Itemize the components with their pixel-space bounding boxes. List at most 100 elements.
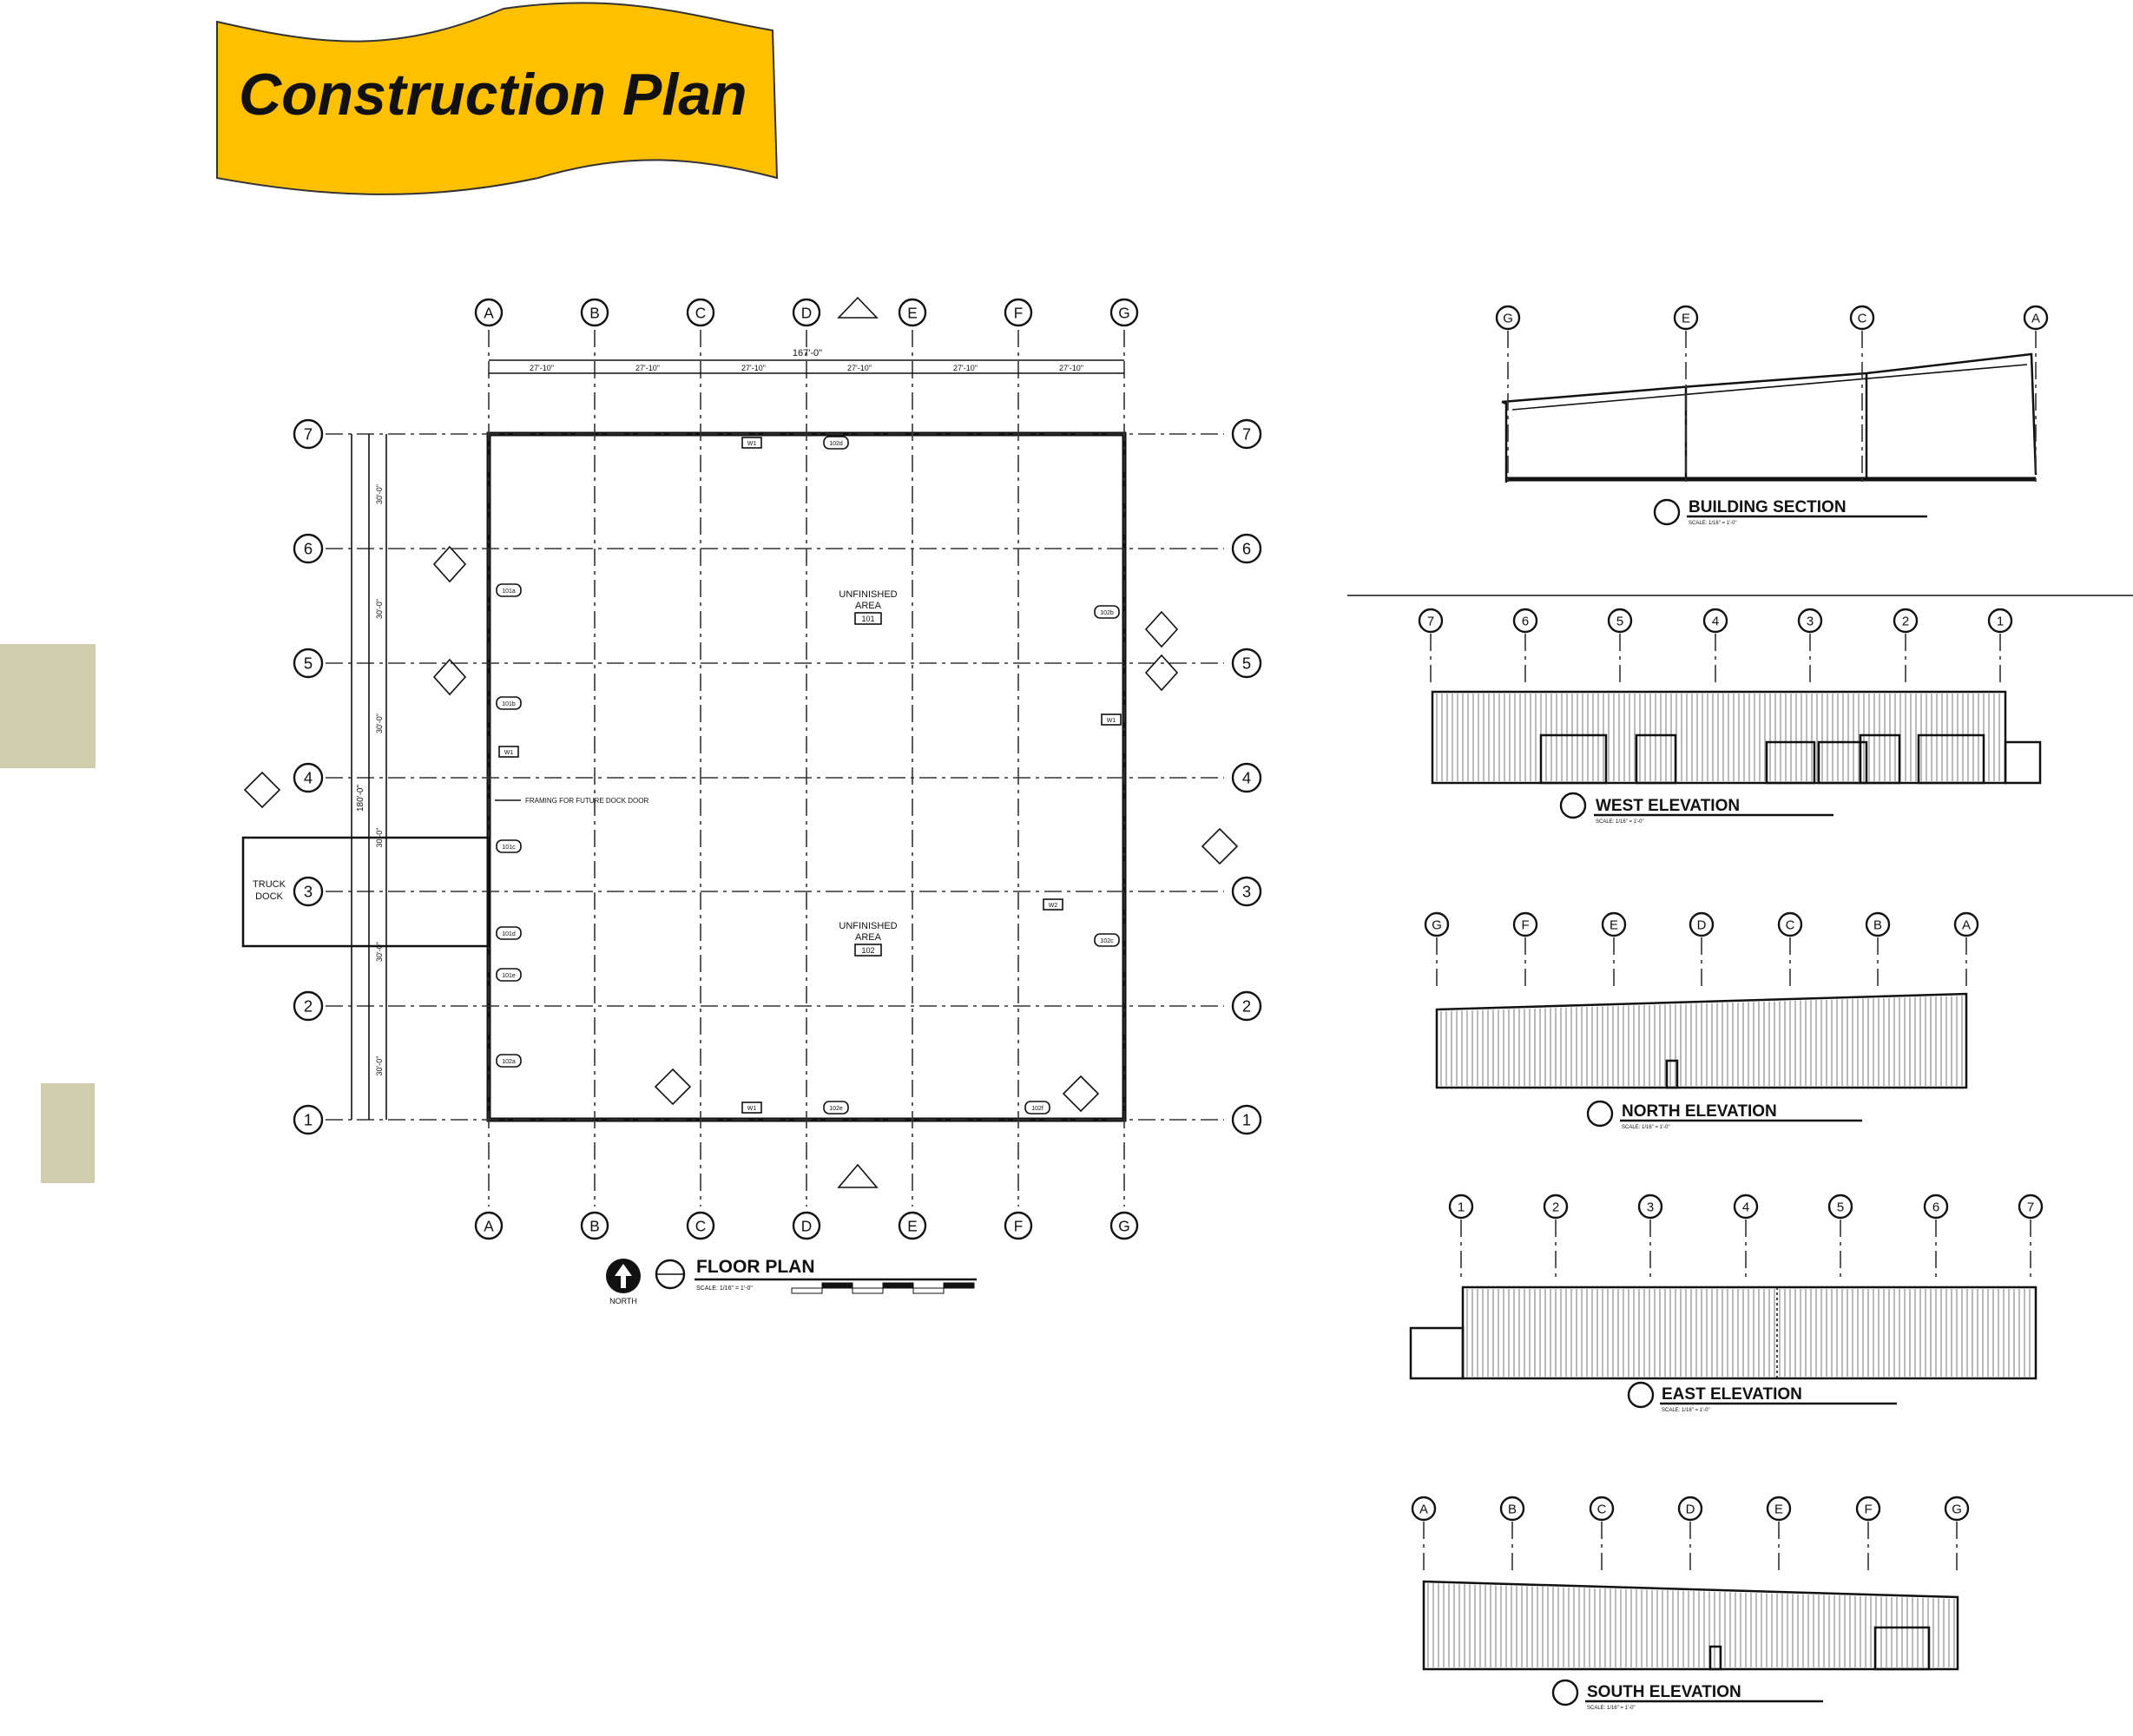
section-markers xyxy=(243,296,1239,1188)
section-marker-bottom-left xyxy=(654,1068,692,1106)
elev-grid-bubble-B xyxy=(1865,911,1891,937)
elev-grid-bubble-6-label: 6 xyxy=(1932,1200,1939,1214)
left-dim-2: 30'-0" xyxy=(375,713,384,733)
grid-bubble-right-6 xyxy=(1231,533,1262,564)
elev-grid-bubble-2 xyxy=(1543,1194,1569,1220)
door-tag-102b xyxy=(1094,605,1120,619)
room-101-tag xyxy=(854,612,882,625)
elev-grid-bubble-G-label: G xyxy=(1952,1502,1962,1516)
elev-grid-bubble-D xyxy=(1689,911,1715,937)
section-roof xyxy=(1501,352,2038,476)
elev-grid-bubble-5 xyxy=(1607,608,1633,634)
grid-bubble-right-2 xyxy=(1231,990,1262,1022)
overall-dim: 167'-0" xyxy=(793,348,822,358)
elev-grid-bubble-7-label: 7 xyxy=(1427,614,1434,628)
side-tab-lower xyxy=(41,1083,95,1183)
section-marker-left xyxy=(243,771,281,809)
door-tag-label-102a: 102a xyxy=(502,1059,516,1065)
east-dock-canopy xyxy=(1409,1326,1465,1380)
room-102-name-2: AREA xyxy=(855,932,882,943)
section-purlin-line xyxy=(1511,364,2028,411)
left-dim-0: 30'-0" xyxy=(375,484,384,504)
side-tab-upper xyxy=(0,644,95,768)
room-101-name: UNFINISHED xyxy=(839,589,897,600)
west-dock-door-1 xyxy=(1765,740,1816,785)
north-door xyxy=(1665,1059,1679,1089)
south-overhead-door xyxy=(1873,1626,1931,1671)
grid-bubble-left-2 xyxy=(293,990,324,1022)
elev-grid-bubble-G xyxy=(1424,911,1450,937)
grid-bubble-bottom-E xyxy=(898,1211,927,1240)
banner-title: Construction Plan xyxy=(239,62,747,128)
elev-grid-bubble-B-label: B xyxy=(1873,917,1882,932)
door-tag-102f xyxy=(1024,1101,1050,1115)
scale-seg-3 xyxy=(882,1282,914,1289)
room-102-name: UNFINISHED xyxy=(839,921,897,931)
elev-grid-bubble-7 xyxy=(1418,608,1444,634)
grid-bubble-bottom-G xyxy=(1109,1211,1139,1240)
east-elevation-scale: SCALE: 1/16" = 1'-0" xyxy=(1662,1408,1710,1413)
elev-grid-bubble-A xyxy=(1411,1496,1437,1522)
elev-grid-bubble-A-label: A xyxy=(2031,311,2040,326)
grid-bubble-right-5 xyxy=(1231,648,1262,679)
grid-bubble-top-B-label: B xyxy=(589,304,600,321)
east-elevation-bubble xyxy=(1627,1381,1655,1409)
grid-bubble-left-3 xyxy=(293,876,324,907)
window-tag-label-4: W2 xyxy=(1049,903,1058,909)
door-tag-label-101a: 101a xyxy=(502,589,516,595)
grid-bubble-bottom-A xyxy=(474,1211,504,1240)
elev-grid-bubble-G xyxy=(1495,305,1521,331)
elev-grid-bubble-2 xyxy=(1893,608,1919,634)
grid-bubble-right-1 xyxy=(1231,1104,1262,1135)
elev-grid-bubble-2-label: 2 xyxy=(1552,1200,1559,1214)
south-door xyxy=(1708,1645,1722,1671)
left-dimensions: 30'-0"30'-0"30'-0"30'-0"30'-0"30'-0" xyxy=(375,484,384,1075)
building-section-title: BUILDING SECTION xyxy=(1689,498,1847,516)
grid-bubble-bottom-D xyxy=(792,1211,821,1240)
door-tags: 101a101b101c101d101e102a102b102c102d102e… xyxy=(496,436,1122,1115)
grid-bubble-top-B xyxy=(580,298,609,327)
grid-bubble-bottom-F-label: F xyxy=(1014,1217,1024,1234)
elev-grid-bubble-F xyxy=(1855,1496,1881,1522)
banner-shape xyxy=(216,2,779,195)
south-elevation-title: SOUTH ELEVATION xyxy=(1587,1683,1741,1701)
door-tag-102a xyxy=(496,1054,522,1068)
elev-grid-bubble-B-label: B xyxy=(1508,1502,1517,1516)
door-tag-label-102e: 102e xyxy=(829,1106,843,1112)
grid-bubble-right-2-label: 2 xyxy=(1242,997,1251,1016)
grid-bubble-top-F-label: F xyxy=(1014,304,1024,321)
grid-bubble-bottom-D-label: D xyxy=(801,1217,812,1234)
grid-bubble-bottom-F xyxy=(1004,1211,1033,1240)
grid-bubble-bottom-B-label: B xyxy=(589,1217,600,1234)
north-elevation-title: NORTH ELEVATION xyxy=(1622,1102,1777,1121)
elev-grid-bubble-E-label: E xyxy=(1610,917,1618,932)
south-elevation-bubble xyxy=(1551,1679,1579,1706)
grid-bubble-right-3 xyxy=(1231,876,1262,907)
window-tag-label-3: W1 xyxy=(1107,718,1116,724)
overall-left-dim: 180'-0" xyxy=(356,785,365,812)
east-wall xyxy=(1461,1286,2038,1380)
section-marker-bottom xyxy=(837,1163,879,1188)
scale-seg-2 xyxy=(852,1287,884,1294)
south-wall xyxy=(1422,1580,1959,1671)
grid-bubble-bottom-A-label: A xyxy=(484,1217,494,1234)
elev-grid-bubble-E xyxy=(1673,305,1699,331)
door-tag-101c xyxy=(496,839,522,853)
elev-grid-bubble-C-label: C xyxy=(1786,917,1795,932)
truck-dock-label-2: DOCK xyxy=(255,891,283,902)
elev-grid-bubble-G-label: G xyxy=(1503,311,1513,326)
grid-bubble-top-F xyxy=(1004,298,1033,327)
section-marker-right-1 xyxy=(1144,610,1179,648)
grid-bubble-left-6-label: 6 xyxy=(304,540,313,558)
truck-dock-label-1: TRUCK xyxy=(253,879,286,890)
door-tag-label-101b: 101b xyxy=(502,701,516,707)
grid-bubble-right-4-label: 4 xyxy=(1242,769,1251,787)
